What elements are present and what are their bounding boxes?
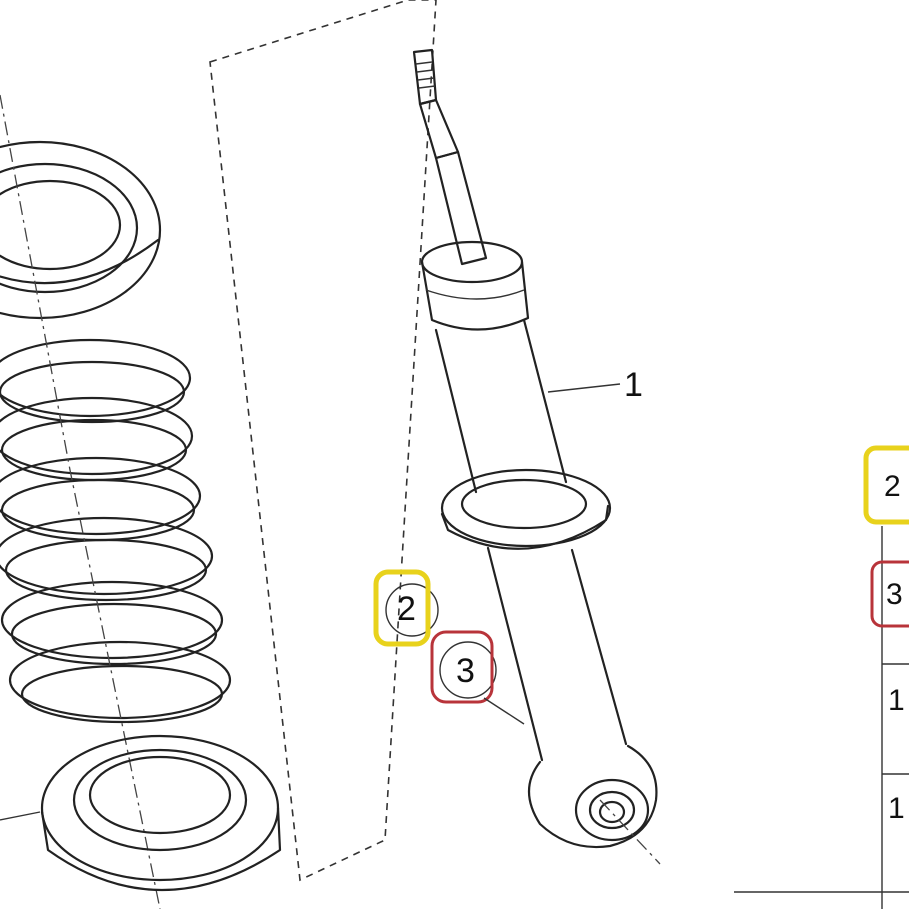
coil-spring [0, 338, 232, 724]
leader-1 [547, 383, 621, 393]
callout-2: 2 [397, 590, 416, 628]
spring-axis [0, 94, 161, 909]
callout-3-circle [439, 641, 497, 699]
leader-3 [483, 697, 525, 725]
callout-3-highlight[interactable] [430, 630, 494, 704]
mount-axis [599, 799, 661, 865]
lower-spring-seat [40, 734, 282, 891]
side-table-row-1-highlight[interactable] [863, 445, 909, 525]
shock-absorber [412, 48, 658, 849]
side-table: 2 3 1 1 [734, 445, 909, 909]
callout-2-circle [385, 583, 439, 637]
side-table-row-3: 1 [888, 684, 905, 717]
callout-1: 1 [624, 366, 643, 404]
callout-2-highlight[interactable] [373, 569, 431, 647]
side-table-row-4: 1 [888, 792, 905, 825]
side-table-row-2: 3 [886, 578, 903, 611]
side-table-row-2-highlight[interactable] [870, 560, 909, 628]
leader-left-bottom [0, 811, 41, 821]
upper-spring-seat [0, 140, 162, 320]
callout-3: 3 [456, 652, 475, 690]
side-table-row-1: 2 [884, 470, 901, 503]
assembly-frame [209, 0, 437, 882]
